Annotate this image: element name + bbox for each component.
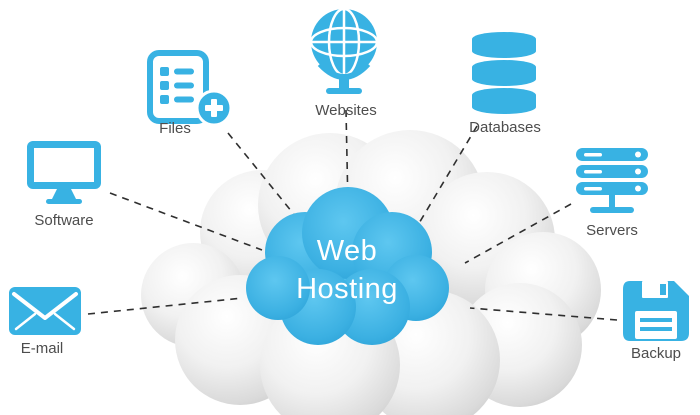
node-label-files: Files bbox=[159, 120, 191, 137]
envelope-icon bbox=[8, 286, 82, 336]
server-rack-icon bbox=[572, 146, 652, 218]
center-label-line1: Web bbox=[316, 235, 378, 267]
connector-software bbox=[109, 192, 263, 251]
blue-cloud bbox=[246, 187, 449, 345]
node-label-servers: Servers bbox=[586, 222, 638, 239]
monitor-icon bbox=[24, 138, 104, 208]
node-label-websites: Websites bbox=[315, 102, 377, 119]
center-label-line2: Hosting bbox=[296, 273, 398, 305]
floppy-disk-icon bbox=[622, 280, 690, 342]
node-label-databases: Databases bbox=[469, 119, 541, 136]
node-label-backup: Backup bbox=[630, 345, 682, 362]
globe-icon bbox=[308, 6, 380, 98]
center-cloud-label: Web Hosting bbox=[247, 232, 447, 308]
document-plus-icon bbox=[146, 50, 234, 130]
node-label-email: E-mail bbox=[20, 340, 64, 357]
database-stack-icon bbox=[464, 32, 544, 116]
connector-backup bbox=[469, 307, 618, 321]
node-label-software: Software bbox=[34, 212, 94, 229]
